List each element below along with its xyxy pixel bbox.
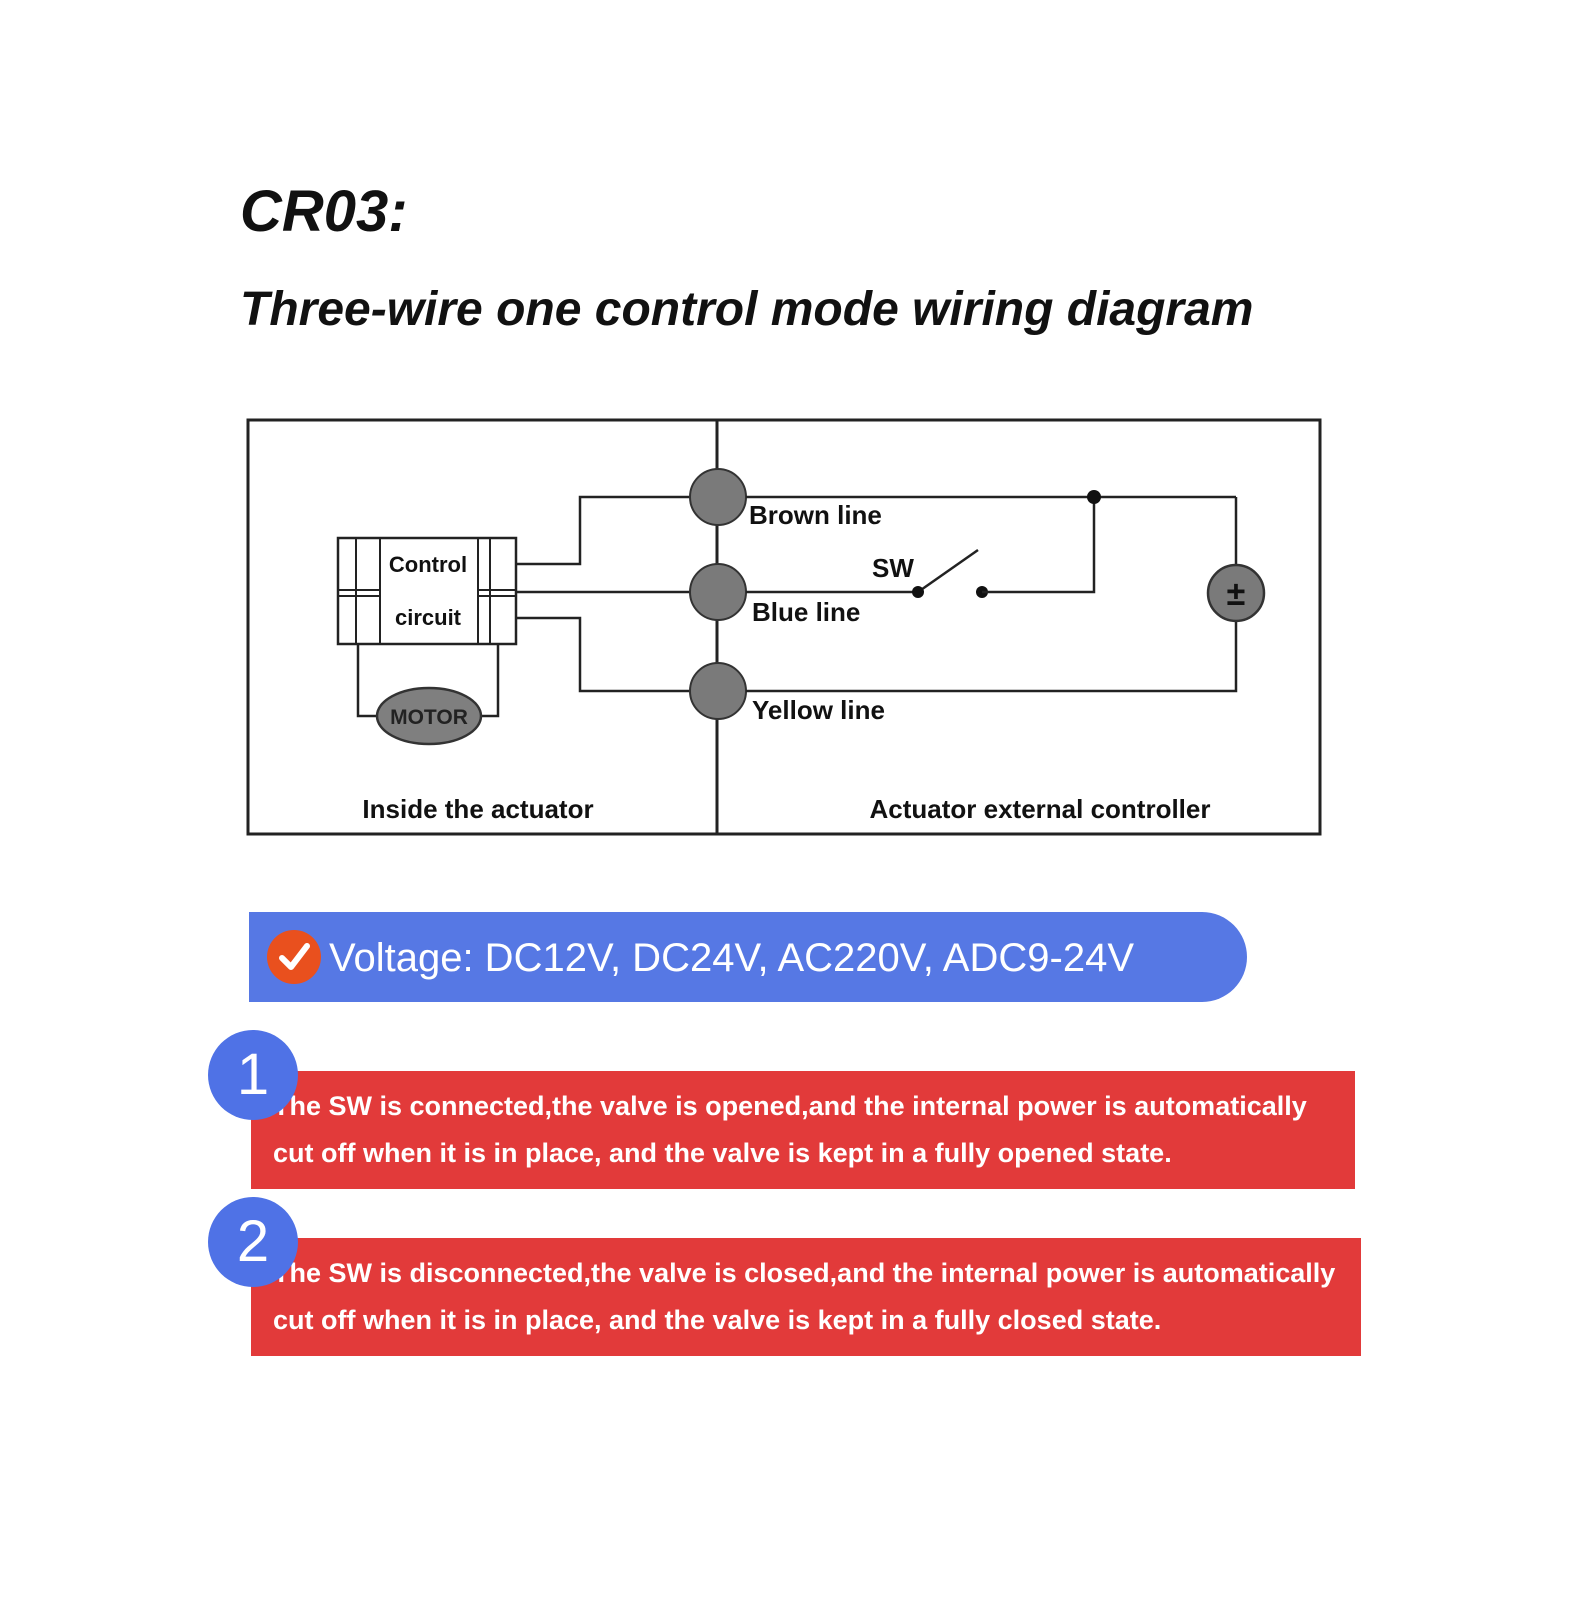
yellow-line-label: Yellow line	[752, 695, 885, 725]
switch-contact-left	[912, 586, 924, 598]
number-badge-2: 2	[208, 1197, 298, 1287]
note-2-line-1: The SW is disconnected,the valve is clos…	[273, 1258, 1336, 1288]
note-1: The SW is connected,the valve is opened,…	[251, 1071, 1355, 1189]
power-symbol: ±	[1227, 575, 1246, 613]
check-icon	[267, 930, 321, 984]
circuit-label-text: circuit	[395, 605, 462, 630]
brown-line-label: Brown line	[749, 500, 882, 530]
blue-terminal	[689, 563, 747, 621]
motor-wire-right	[478, 644, 500, 718]
brown-wire-inner	[516, 495, 690, 566]
yellow-wire-inner	[516, 616, 690, 693]
switch-blade	[917, 548, 979, 594]
control-circuit-box	[336, 536, 518, 646]
switch-return-wire	[982, 497, 1096, 594]
diagram-title: Three-wire one control mode wiring diagr…	[240, 283, 1254, 336]
control-label: Control	[389, 552, 467, 577]
note-1-line-2: cut off when it is in place, and the val…	[273, 1138, 1172, 1168]
junction-dot	[1087, 490, 1101, 504]
switch-label: SW	[872, 553, 914, 583]
voltage-text: Voltage: DC12V, DC24V, AC220V, ADC9-24V	[329, 936, 1134, 980]
voltage-banner: Voltage: DC12V, DC24V, AC220V, ADC9-24V	[249, 912, 1247, 1002]
power-source-icon	[1206, 563, 1266, 623]
model-title: CR03:	[240, 179, 408, 244]
diagram-frame	[246, 418, 1322, 836]
external-controller-label: Actuator external controller	[870, 794, 1211, 824]
brown-terminal	[689, 468, 747, 526]
motor-ellipse	[375, 686, 483, 746]
blue-line-label: Blue line	[752, 597, 860, 627]
number-badge-1: 1	[208, 1030, 298, 1120]
note-1-line-1: The SW is connected,the valve is opened,…	[273, 1091, 1307, 1121]
motor-label: MOTOR	[390, 706, 468, 729]
inside-actuator-label: Inside the actuator	[362, 794, 593, 824]
yellow-terminal	[689, 662, 747, 720]
motor-wire	[356, 644, 380, 718]
note-2: The SW is disconnected,the valve is clos…	[251, 1238, 1361, 1356]
yellow-wire-outer	[746, 622, 1238, 693]
wiring-diagram: Control circuit MOTOR ± Brown line Blue …	[246, 418, 1322, 836]
note-2-line-2: cut off when it is in place, and the val…	[273, 1305, 1162, 1335]
